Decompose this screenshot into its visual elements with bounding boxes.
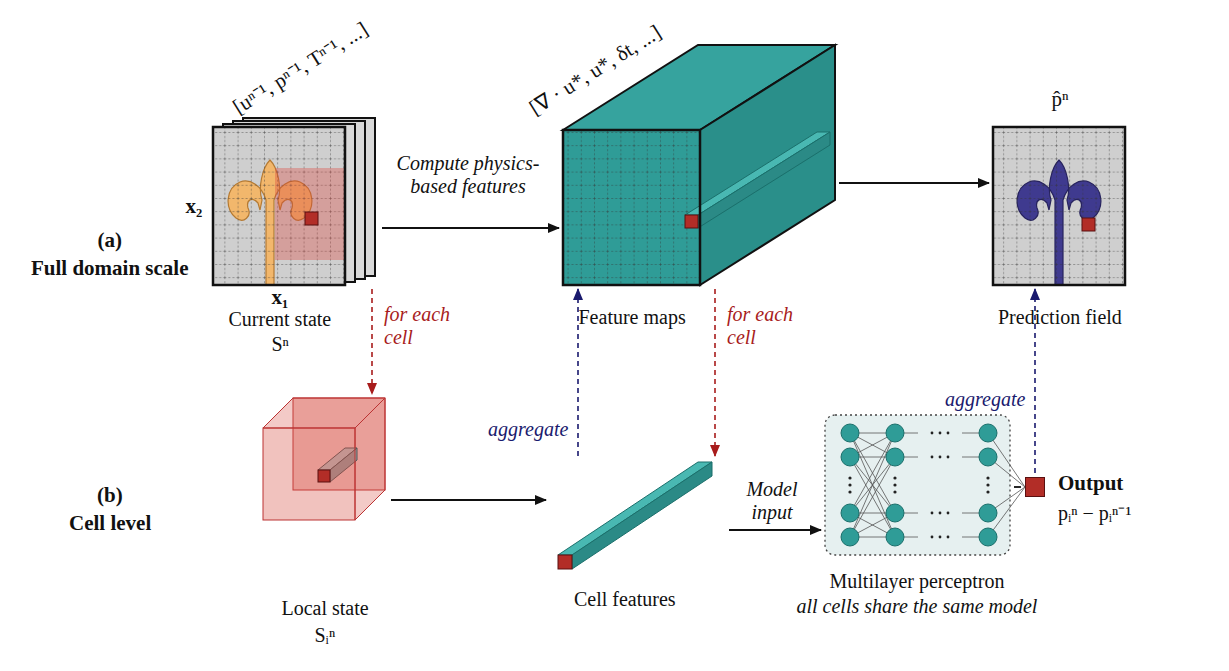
node-text: Sᵢⁿ bbox=[315, 624, 336, 647]
panel-letter: (b) bbox=[97, 483, 123, 507]
node-text: [uⁿ⁻¹, pⁿ⁻¹, Tⁿ⁻¹, ...] bbox=[228, 17, 372, 119]
row-title: Cell level bbox=[69, 511, 151, 535]
panel-letter: (a) bbox=[98, 228, 123, 252]
edge-label: Model input bbox=[727, 478, 817, 524]
node-text: Multilayer perceptron bbox=[830, 570, 1005, 593]
mlp-box: Multilayer perceptronall cells share the… bbox=[825, 415, 1010, 555]
current-state-grid bbox=[213, 118, 375, 285]
edge-label: Compute physics-based features bbox=[393, 152, 543, 198]
axis-label: x₁ bbox=[272, 285, 289, 309]
node-text: Cell features bbox=[574, 588, 676, 611]
prediction-grid bbox=[993, 127, 1125, 285]
edge-label: aggregate bbox=[488, 418, 568, 441]
node-text: Prediction field bbox=[998, 306, 1122, 329]
node-text: Current state bbox=[229, 308, 332, 331]
flow-arrow bbox=[1014, 486, 1021, 488]
edge-label: for each cell bbox=[384, 303, 464, 349]
row-title: Full domain scale bbox=[31, 256, 189, 280]
cell-features-bar bbox=[558, 462, 712, 569]
local-state-cube bbox=[263, 398, 385, 520]
feature-maps-box bbox=[563, 45, 835, 285]
output-cell: Outputpᵢⁿ − pᵢⁿ⁻¹ bbox=[1025, 477, 1045, 497]
prediction-field-grid: p̂ⁿPrediction field bbox=[993, 127, 1125, 285]
node-text: Feature maps bbox=[579, 306, 686, 329]
node-text: p̂ⁿ bbox=[1052, 87, 1069, 111]
node-text: all cells share the same model bbox=[797, 595, 1038, 618]
node-text: pᵢⁿ − pᵢⁿ⁻¹ bbox=[1058, 502, 1131, 525]
current-state-grid: [uⁿ⁻¹, pⁿ⁻¹, Tⁿ⁻¹, ...]Current stateSⁿ bbox=[213, 118, 378, 285]
flow-arrow bbox=[382, 227, 559, 229]
node-text: Local state bbox=[282, 597, 369, 620]
local-state-cube: Local stateSᵢⁿ bbox=[263, 398, 387, 522]
axis-label: x₂ bbox=[186, 194, 203, 218]
flow-arrow bbox=[839, 182, 989, 184]
dashed-arrow bbox=[371, 289, 373, 394]
flow-arrow bbox=[729, 529, 821, 531]
edge-label: for each cell bbox=[727, 303, 807, 349]
feature-maps-box: [∇ · u*, u*, δt, ...]Feature maps bbox=[563, 45, 835, 285]
flow-arrow bbox=[391, 499, 546, 501]
cell-features-bar: Cell features bbox=[550, 460, 725, 575]
dashed-arrow bbox=[714, 289, 716, 456]
node-text: [∇ · u*, u*, δt, ...] bbox=[525, 20, 665, 120]
node-text: Output bbox=[1058, 471, 1123, 495]
node-text: Sⁿ bbox=[272, 333, 289, 356]
mlp-network bbox=[825, 415, 1025, 555]
edge-label: aggregate bbox=[945, 388, 1025, 411]
